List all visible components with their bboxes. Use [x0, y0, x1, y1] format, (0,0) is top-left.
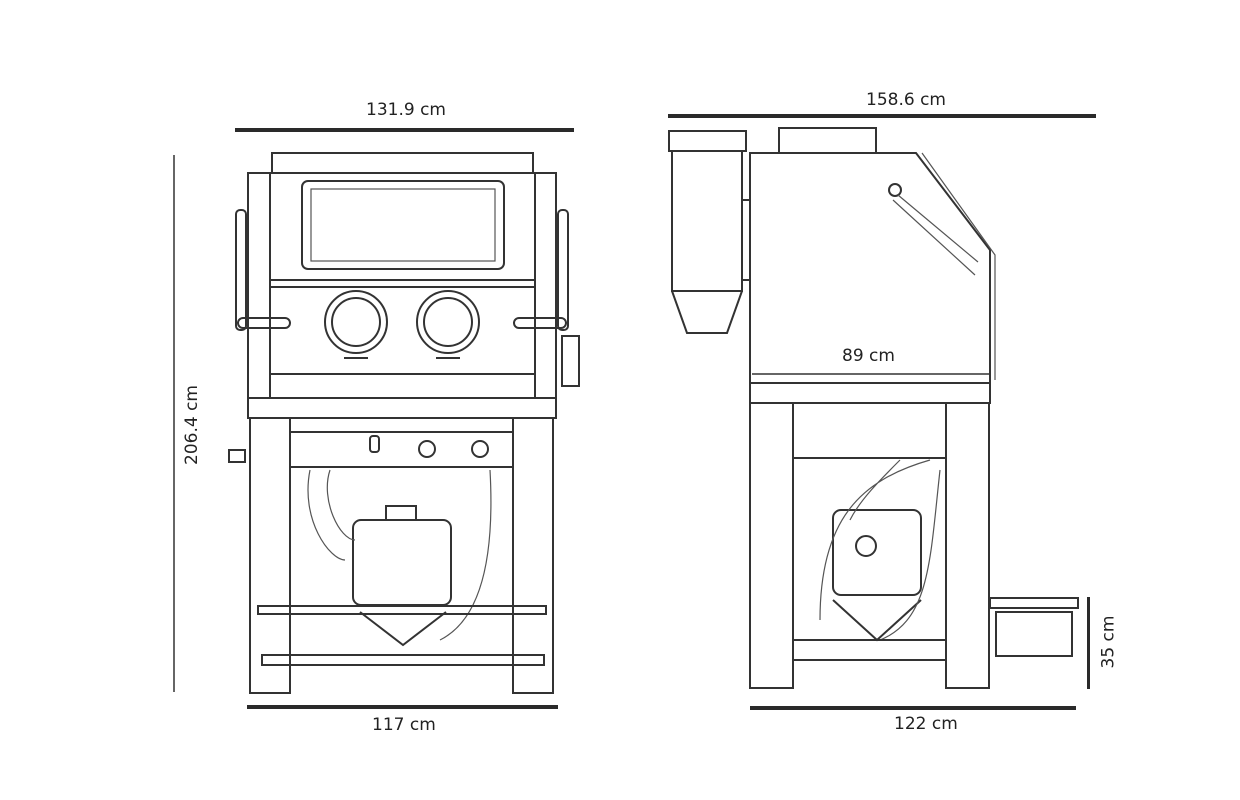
dimension-bar-step [1087, 597, 1090, 689]
dimension-bar-side-base [750, 706, 1076, 710]
side-cabinet-depth-label: 89 cm [842, 346, 895, 366]
front-width-base-label: 117 cm [372, 715, 436, 735]
front-width-top-label: 131.9 cm [366, 100, 446, 120]
dimension-bar-front-base [247, 705, 558, 709]
side-base-depth-label: 122 cm [894, 714, 958, 734]
front-view [228, 152, 580, 694]
side-step-height-label: 35 cm [1098, 615, 1119, 669]
dimension-bar-height [173, 155, 175, 692]
dimension-bar-front-top [235, 128, 574, 132]
side-length-top-label: 158.6 cm [866, 90, 946, 110]
dimension-bar-side-top [668, 114, 1096, 118]
front-height-label: 206.4 cm [181, 385, 202, 465]
side-view [668, 127, 1079, 689]
